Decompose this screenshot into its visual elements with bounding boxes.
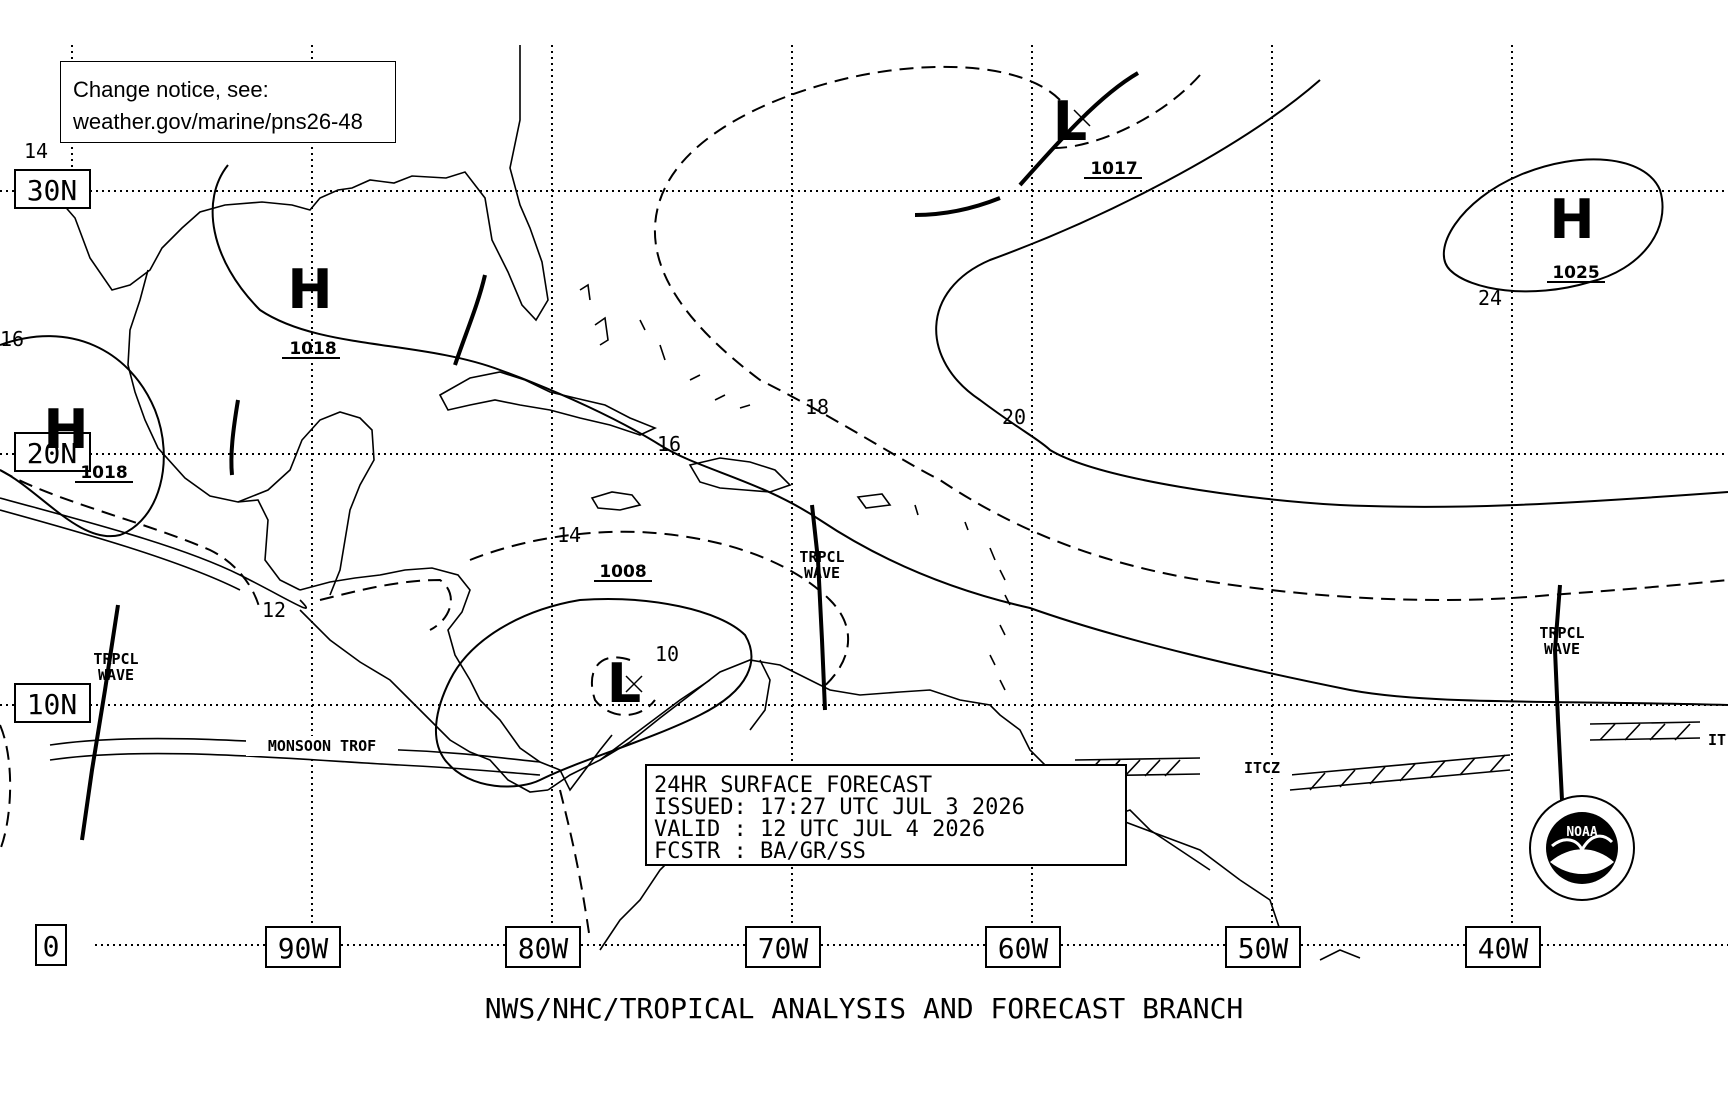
monsoon-trough-label: MONSOON TROF xyxy=(268,737,376,755)
forecast-title: 24HR SURFACE FORECAST xyxy=(654,773,932,798)
itcz-label: IT xyxy=(1708,731,1726,749)
tropical-wave-label: TRPCL xyxy=(93,650,138,668)
coastlines xyxy=(19,45,1361,961)
lon-label-90w: 90W xyxy=(278,932,329,965)
tropical-wave-label: WAVE xyxy=(1544,640,1580,658)
forecast-issued: ISSUED: 17:27 UTC JUL 3 2026 xyxy=(654,795,1025,820)
lat-label-30n: 30N xyxy=(27,174,78,207)
monsoon-trough xyxy=(0,497,541,776)
high-pressure-symbol: H xyxy=(43,398,88,461)
lat-label-20n: 20N xyxy=(27,437,78,470)
pressure-value: 1017 xyxy=(1090,159,1137,179)
high-pressure-symbol: H xyxy=(1549,188,1594,251)
tropical-wave-label: WAVE xyxy=(98,666,134,684)
high-pressure-symbol: H xyxy=(287,258,332,321)
pressure-centers: H 1018 H 1018 L 1017 H 1025 1008 L xyxy=(43,90,1605,715)
longitude-labels: 90W 80W 70W 60W 50W 40W 0 xyxy=(35,924,1541,968)
low-center-marker xyxy=(625,675,643,693)
isobar-label: 20 xyxy=(1002,405,1026,429)
change-notice-text: Change notice, see: xyxy=(73,77,269,102)
isobar-label: 10 xyxy=(655,642,679,666)
lon-label-80w: 80W xyxy=(518,932,569,965)
isobar-label: 16 xyxy=(0,327,24,351)
forecast-forecasters: FCSTR : BA/GR/SS xyxy=(654,839,866,864)
isobar-labels: 14 16 18 20 24 16 14 12 10 xyxy=(0,139,1502,666)
itcz-label: ITCZ xyxy=(1244,759,1280,777)
pressure-value: 1018 xyxy=(289,339,336,359)
tropical-wave-label: WAVE xyxy=(804,564,840,582)
lon-label-40w: 40W xyxy=(1478,932,1529,965)
isobars-dashed xyxy=(0,65,1728,941)
logo-text: NOAA xyxy=(1566,825,1597,840)
troughs xyxy=(80,71,1564,841)
isobar-label: 14 xyxy=(24,139,48,163)
noaa-logo: NOAA xyxy=(1529,795,1635,901)
lon-label-70w: 70W xyxy=(758,932,809,965)
latitude-labels: 30N 20N 10N xyxy=(14,169,91,723)
change-notice-box: Change notice, see: weather.gov/marine/p… xyxy=(60,61,396,143)
lon-label-50w: 50W xyxy=(1238,932,1289,965)
tropical-wave-label: TRPCL xyxy=(1539,624,1584,642)
forecast-info-box: 24HR SURFACE FORECAST ISSUED: 17:27 UTC … xyxy=(645,764,1127,866)
isobar-label: 12 xyxy=(262,598,286,622)
lat-label-10n: 10N xyxy=(27,688,78,721)
lon-label-60w: 60W xyxy=(998,932,1049,965)
feature-labels: TRPCL WAVE TRPCL WAVE TRPCL WAVE MONSOON… xyxy=(93,548,1726,778)
pressure-value: 1018 xyxy=(80,463,127,483)
pressure-value: 1008 xyxy=(599,562,646,582)
corner-label: 0 xyxy=(43,930,60,963)
forecast-valid: VALID : 12 UTC JUL 4 2026 xyxy=(654,817,985,842)
itcz-band xyxy=(1074,721,1701,791)
tropical-wave-label: TRPCL xyxy=(799,548,844,566)
isobar-label: 16 xyxy=(657,432,681,456)
low-pressure-symbol: L xyxy=(607,652,641,715)
low-pressure-symbol: L xyxy=(1053,90,1087,153)
footer-credit: NWS/NHC/TROPICAL ANALYSIS AND FORECAST B… xyxy=(485,992,1244,1025)
isobar-label: 14 xyxy=(557,523,581,547)
isobar-label: 18 xyxy=(805,395,829,419)
isobars-solid xyxy=(0,79,1728,788)
lat-lon-grid xyxy=(0,45,1728,946)
pressure-value: 1025 xyxy=(1552,263,1599,283)
isobar-label: 24 xyxy=(1478,286,1502,310)
change-notice-link[interactable]: weather.gov/marine/pns26-48 xyxy=(73,109,363,134)
low-center-marker xyxy=(1073,109,1091,127)
